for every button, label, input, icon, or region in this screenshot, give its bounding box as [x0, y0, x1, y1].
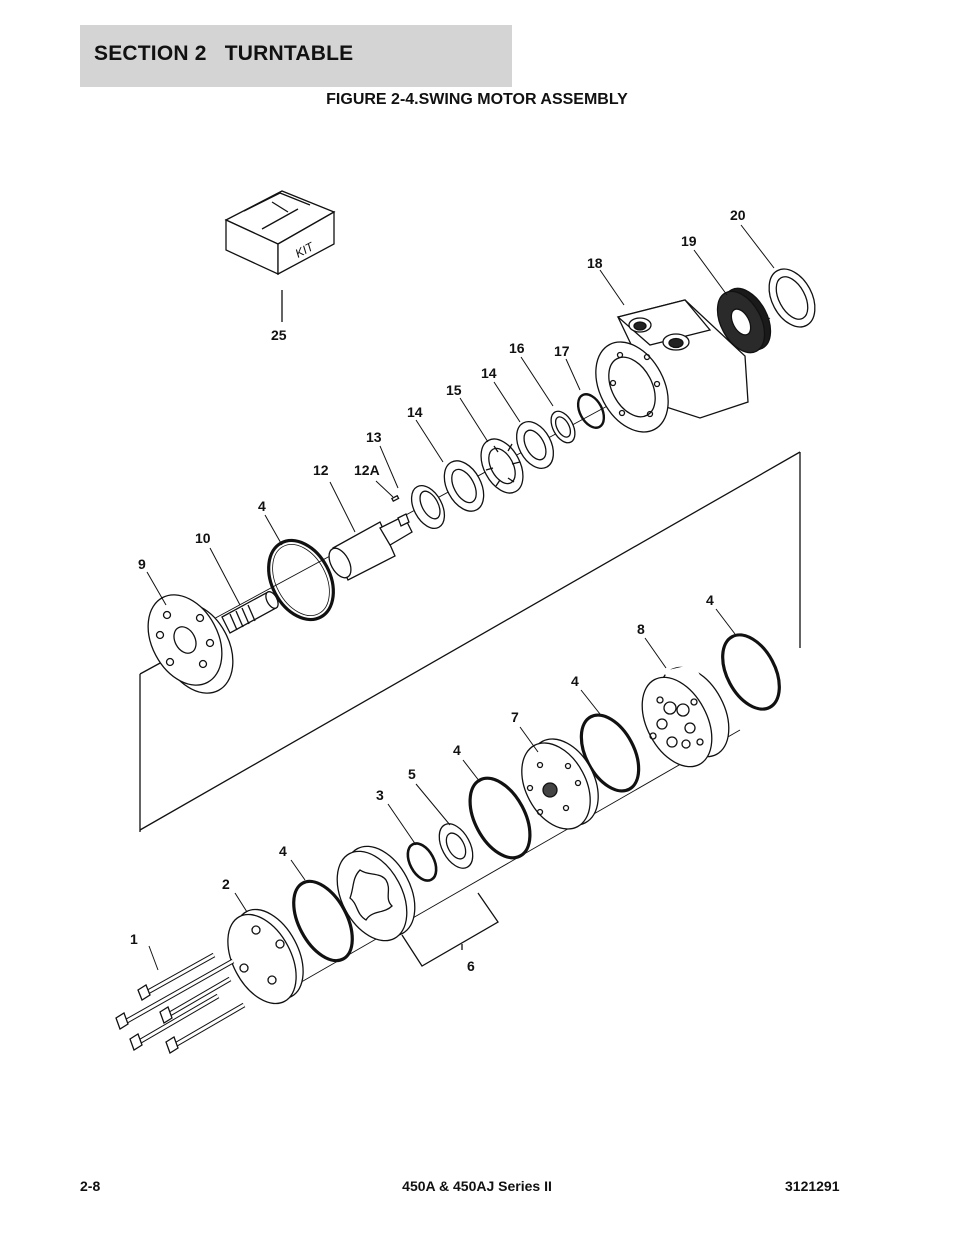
- part-motor-housing: [595, 299, 749, 433]
- part-bolts: [115, 952, 246, 1054]
- part-gerotor: [336, 845, 416, 942]
- part-dust-seal: [716, 287, 772, 354]
- callout-4: 4: [258, 498, 266, 514]
- callout-12a: 12A: [354, 462, 380, 478]
- callout-13: 13: [366, 429, 382, 445]
- callout-4: 4: [279, 843, 287, 859]
- callout-7: 7: [511, 709, 519, 725]
- part-end-cap: [227, 908, 304, 1005]
- kit-box-icon: KIT: [224, 190, 336, 276]
- callout-17: 17: [554, 343, 570, 359]
- part-valve-plate: [521, 738, 599, 830]
- callout-16: 16: [509, 340, 525, 356]
- callout-1: 1: [130, 931, 138, 947]
- part-cover-ring: [768, 268, 816, 328]
- callout-18: 18: [587, 255, 603, 271]
- part-drive-shaft: [221, 591, 279, 634]
- callout-6: 6: [467, 958, 475, 974]
- figure-title: FIGURE 2-4.SWING MOTOR ASSEMBLY: [326, 91, 628, 108]
- section-title: SECTION 2 TURNTABLE: [94, 42, 354, 65]
- callout-4: 4: [706, 592, 714, 608]
- part-thrust-washer: [443, 460, 485, 512]
- section-header-bar: SECTION 2 TURNTABLE: [80, 25, 512, 87]
- part-valve-plate-housing: [641, 664, 730, 768]
- callout-9: 9: [138, 556, 146, 572]
- callout-14: 14: [407, 404, 423, 420]
- callout-12: 12: [313, 462, 329, 478]
- part-thrust-bearing: [480, 438, 524, 494]
- part-bushing: [410, 485, 446, 529]
- callout-4: 4: [453, 742, 461, 758]
- callout-15: 15: [446, 382, 462, 398]
- callout-10: 10: [195, 530, 211, 546]
- callout-25: 25: [271, 327, 287, 343]
- part-shaft-seal: [550, 410, 576, 444]
- callout-14: 14: [481, 365, 497, 381]
- callout-3: 3: [376, 787, 384, 803]
- callout-2: 2: [222, 876, 230, 892]
- callout-4: 4: [571, 673, 579, 689]
- document-number: 3121291: [785, 1178, 840, 1194]
- part-thrust-washer: [515, 421, 555, 469]
- callout-20: 20: [730, 207, 746, 223]
- callout-19: 19: [681, 233, 697, 249]
- page-number: 2-8: [80, 1178, 101, 1194]
- part-seal: [438, 823, 474, 869]
- callout-5: 5: [408, 766, 416, 782]
- part-output-shaft: [328, 513, 413, 581]
- callout-8: 8: [637, 621, 645, 637]
- part-flange-plate: [147, 594, 234, 694]
- model-name: 450A & 450AJ Series II: [402, 1178, 552, 1194]
